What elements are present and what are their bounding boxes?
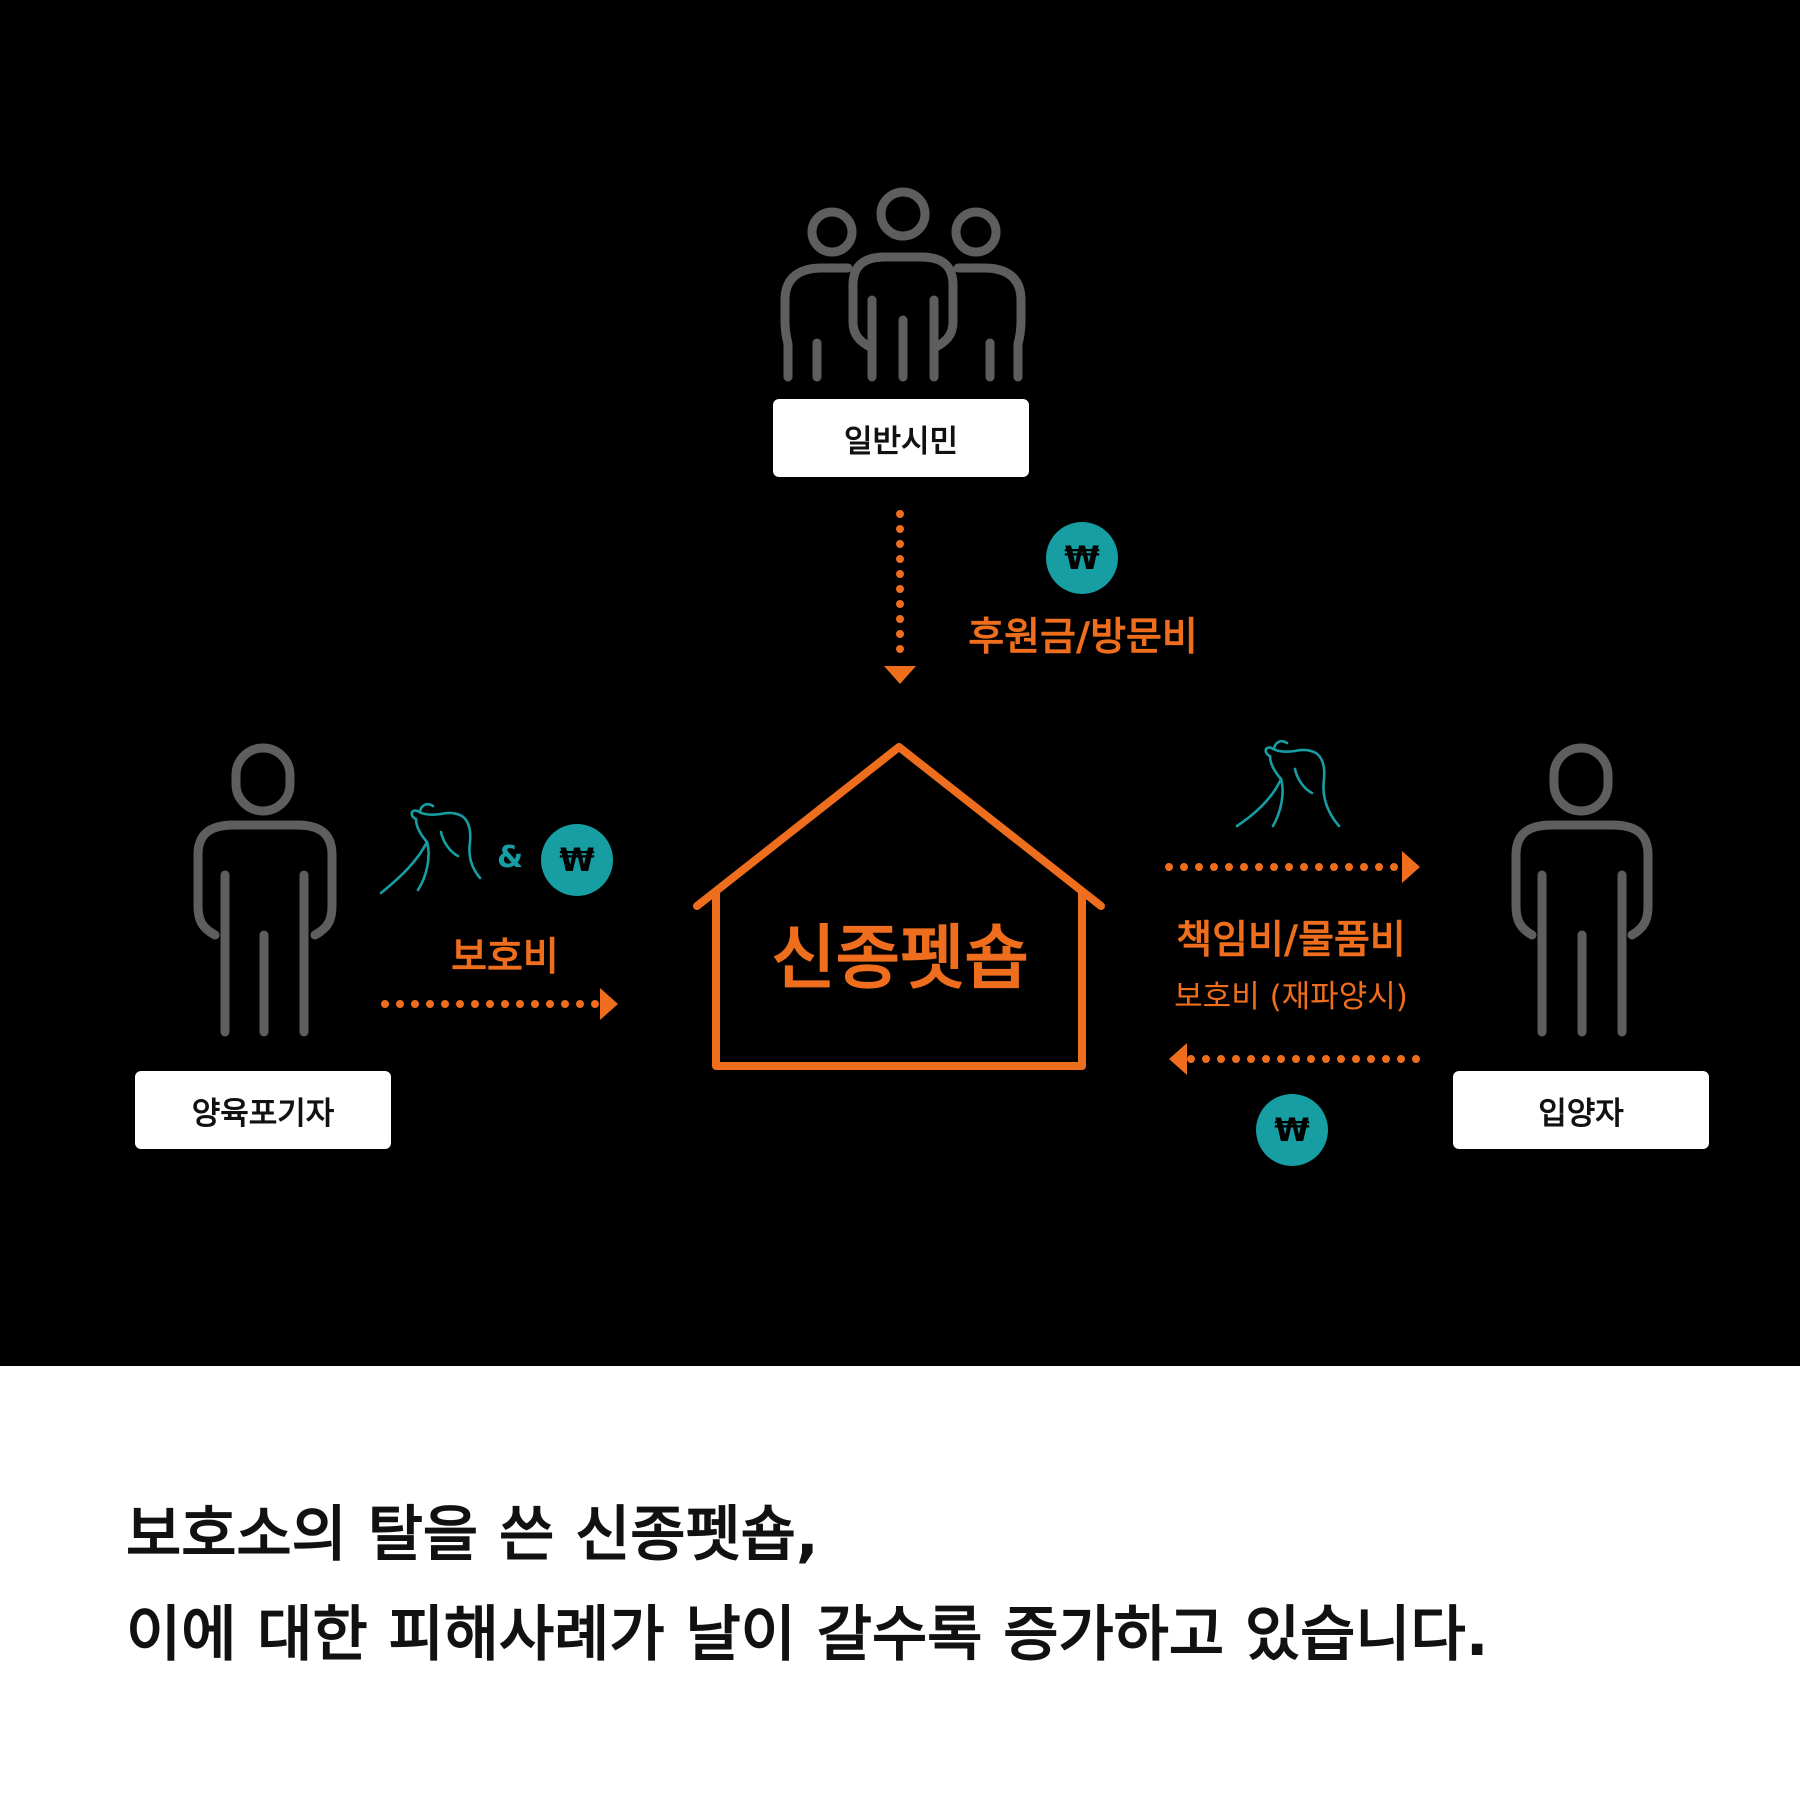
right-flow-sub-label: 보호비 (재파양시)	[1174, 979, 1408, 1015]
diagram-art	[193, 187, 1653, 1075]
right-in-flow-arrow	[1169, 1043, 1423, 1075]
caption-line-1: 보호소의 탈을 쓴 신종펫숍,	[126, 1500, 819, 1570]
right-flow-label: 책임비/물품비	[1176, 918, 1406, 963]
dog-icon	[1235, 739, 1341, 828]
citizens-label: 일반시민	[773, 399, 1029, 477]
house-icon	[693, 743, 1105, 1070]
shop-label: 신종펫숍	[771, 917, 1029, 999]
top-flow-label: 후원금/방문비	[968, 615, 1198, 660]
giver-label: 양육포기자	[135, 1071, 391, 1149]
left-flow-arrow	[381, 988, 618, 1020]
group-of-people-icon	[780, 187, 1026, 382]
won-icon: ₩	[1046, 522, 1118, 594]
caption-line-2: 이에 대한 피해사례가 날이 갈수록 증가하고 있습니다.	[126, 1600, 1489, 1670]
adopter-person-icon	[1511, 743, 1653, 1037]
ampersand: &	[497, 840, 524, 875]
top-flow-arrow	[884, 510, 916, 684]
won-icon: ₩	[1256, 1094, 1328, 1166]
dog-icon	[379, 802, 482, 895]
won-icon: ₩	[541, 824, 613, 896]
diagram-panel: 일반시민 양육포기자 입양자 신종펫숍 ₩ 후원금/방문비 & ₩ 보호비 책임…	[0, 0, 1800, 1366]
giver-person-icon	[193, 743, 337, 1037]
left-flow-label: 보호비	[451, 935, 559, 980]
adopter-label: 입양자	[1453, 1071, 1709, 1149]
right-out-flow-arrow	[1165, 851, 1420, 883]
